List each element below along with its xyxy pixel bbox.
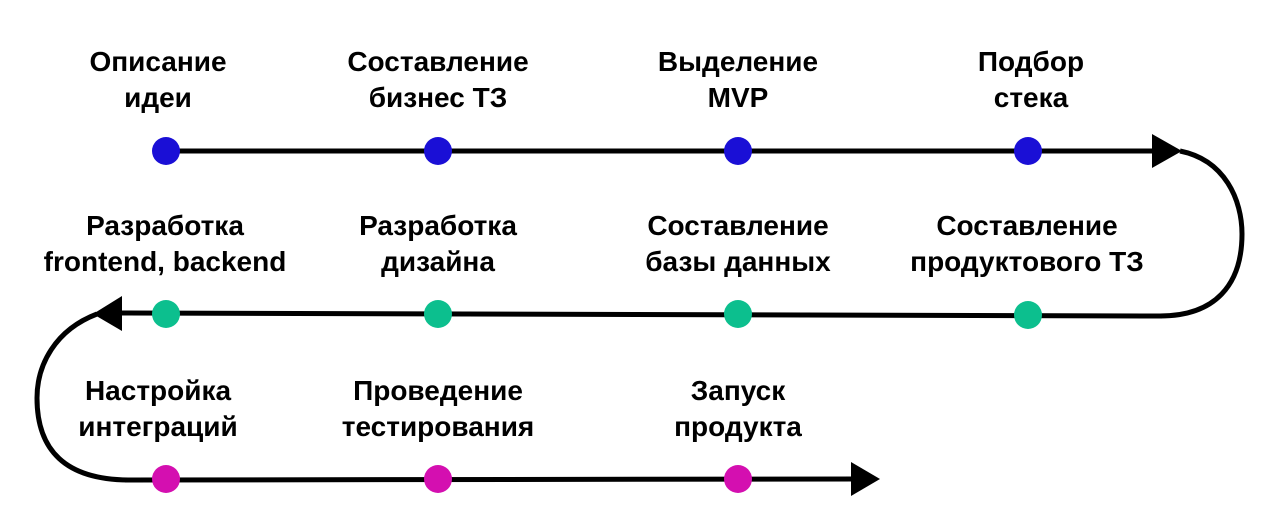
row-1-step-3-label: Выделение MVP — [588, 44, 888, 116]
step-label-line: продуктового ТЗ — [910, 246, 1144, 277]
step-label-line: Описание — [89, 46, 227, 77]
row-2-step-4-dot — [1014, 301, 1042, 329]
row-1-arrowhead — [1152, 134, 1182, 168]
row-1-step-3-dot — [724, 137, 752, 165]
row-2-step-1-label: Разработка frontend, backend — [15, 208, 315, 280]
row-2-step-3-dot — [724, 300, 752, 328]
row-1-step-4-dot — [1014, 137, 1042, 165]
step-label-line: Подбор — [977, 46, 1085, 77]
step-label-line: продукта — [674, 411, 802, 442]
step-label-line: Выделение — [657, 46, 819, 77]
row-3-step-1-dot — [152, 465, 180, 493]
row-2-line — [114, 310, 1163, 319]
step-label-line: дизайна — [381, 246, 495, 277]
step-label-line: Разработка — [359, 210, 517, 241]
row-1-step-4-label: Подбор стека — [881, 44, 1181, 116]
step-label-line: Составление — [936, 210, 1118, 241]
row-2-arrowhead — [93, 296, 122, 331]
row-2-step-4-label: Составление продуктового ТЗ — [877, 208, 1177, 280]
left-connector-curve — [34, 311, 131, 483]
row-3-step-3-label: Запуск продукта — [588, 373, 888, 445]
step-label-line: Составление — [347, 46, 529, 77]
row-3-step-2-dot — [424, 465, 452, 493]
row-3-step-3-dot — [724, 465, 752, 493]
row-1-step-1-dot — [152, 137, 180, 165]
row-2-step-3-label: Составление базы данных — [588, 208, 888, 280]
step-label-line: Проведение — [353, 375, 523, 406]
step-label-line: MVP — [707, 82, 769, 113]
step-label-line: Запуск — [690, 375, 786, 406]
row-1-step-2-label: Составление бизнес ТЗ — [288, 44, 588, 116]
step-label-line: стека — [993, 82, 1069, 113]
step-label-line: бизнес ТЗ — [368, 82, 508, 113]
right-connector-curve — [1159, 148, 1245, 319]
row-2-step-1-dot — [152, 300, 180, 328]
row-3-arrowhead — [851, 462, 880, 496]
row-1-step-2-dot — [424, 137, 452, 165]
row-3-step-2-label: Проведение тестирования — [288, 373, 588, 445]
row-3-step-1-label: Настройка интеграций — [8, 373, 308, 445]
step-label-line: Настройка — [84, 375, 232, 406]
step-label-line: интеграций — [78, 411, 238, 442]
step-label-line: идеи — [124, 82, 192, 113]
step-label-line: базы данных — [645, 246, 831, 277]
step-label-line: Составление — [647, 210, 829, 241]
row-1-step-1-label: Описание идеи — [8, 44, 308, 116]
step-label-line: тестирования — [341, 411, 535, 442]
row-2-step-2-dot — [424, 300, 452, 328]
row-2-step-2-label: Разработка дизайна — [288, 208, 588, 280]
step-label-line: Разработка — [86, 210, 244, 241]
step-label-line: frontend, backend — [43, 246, 287, 277]
